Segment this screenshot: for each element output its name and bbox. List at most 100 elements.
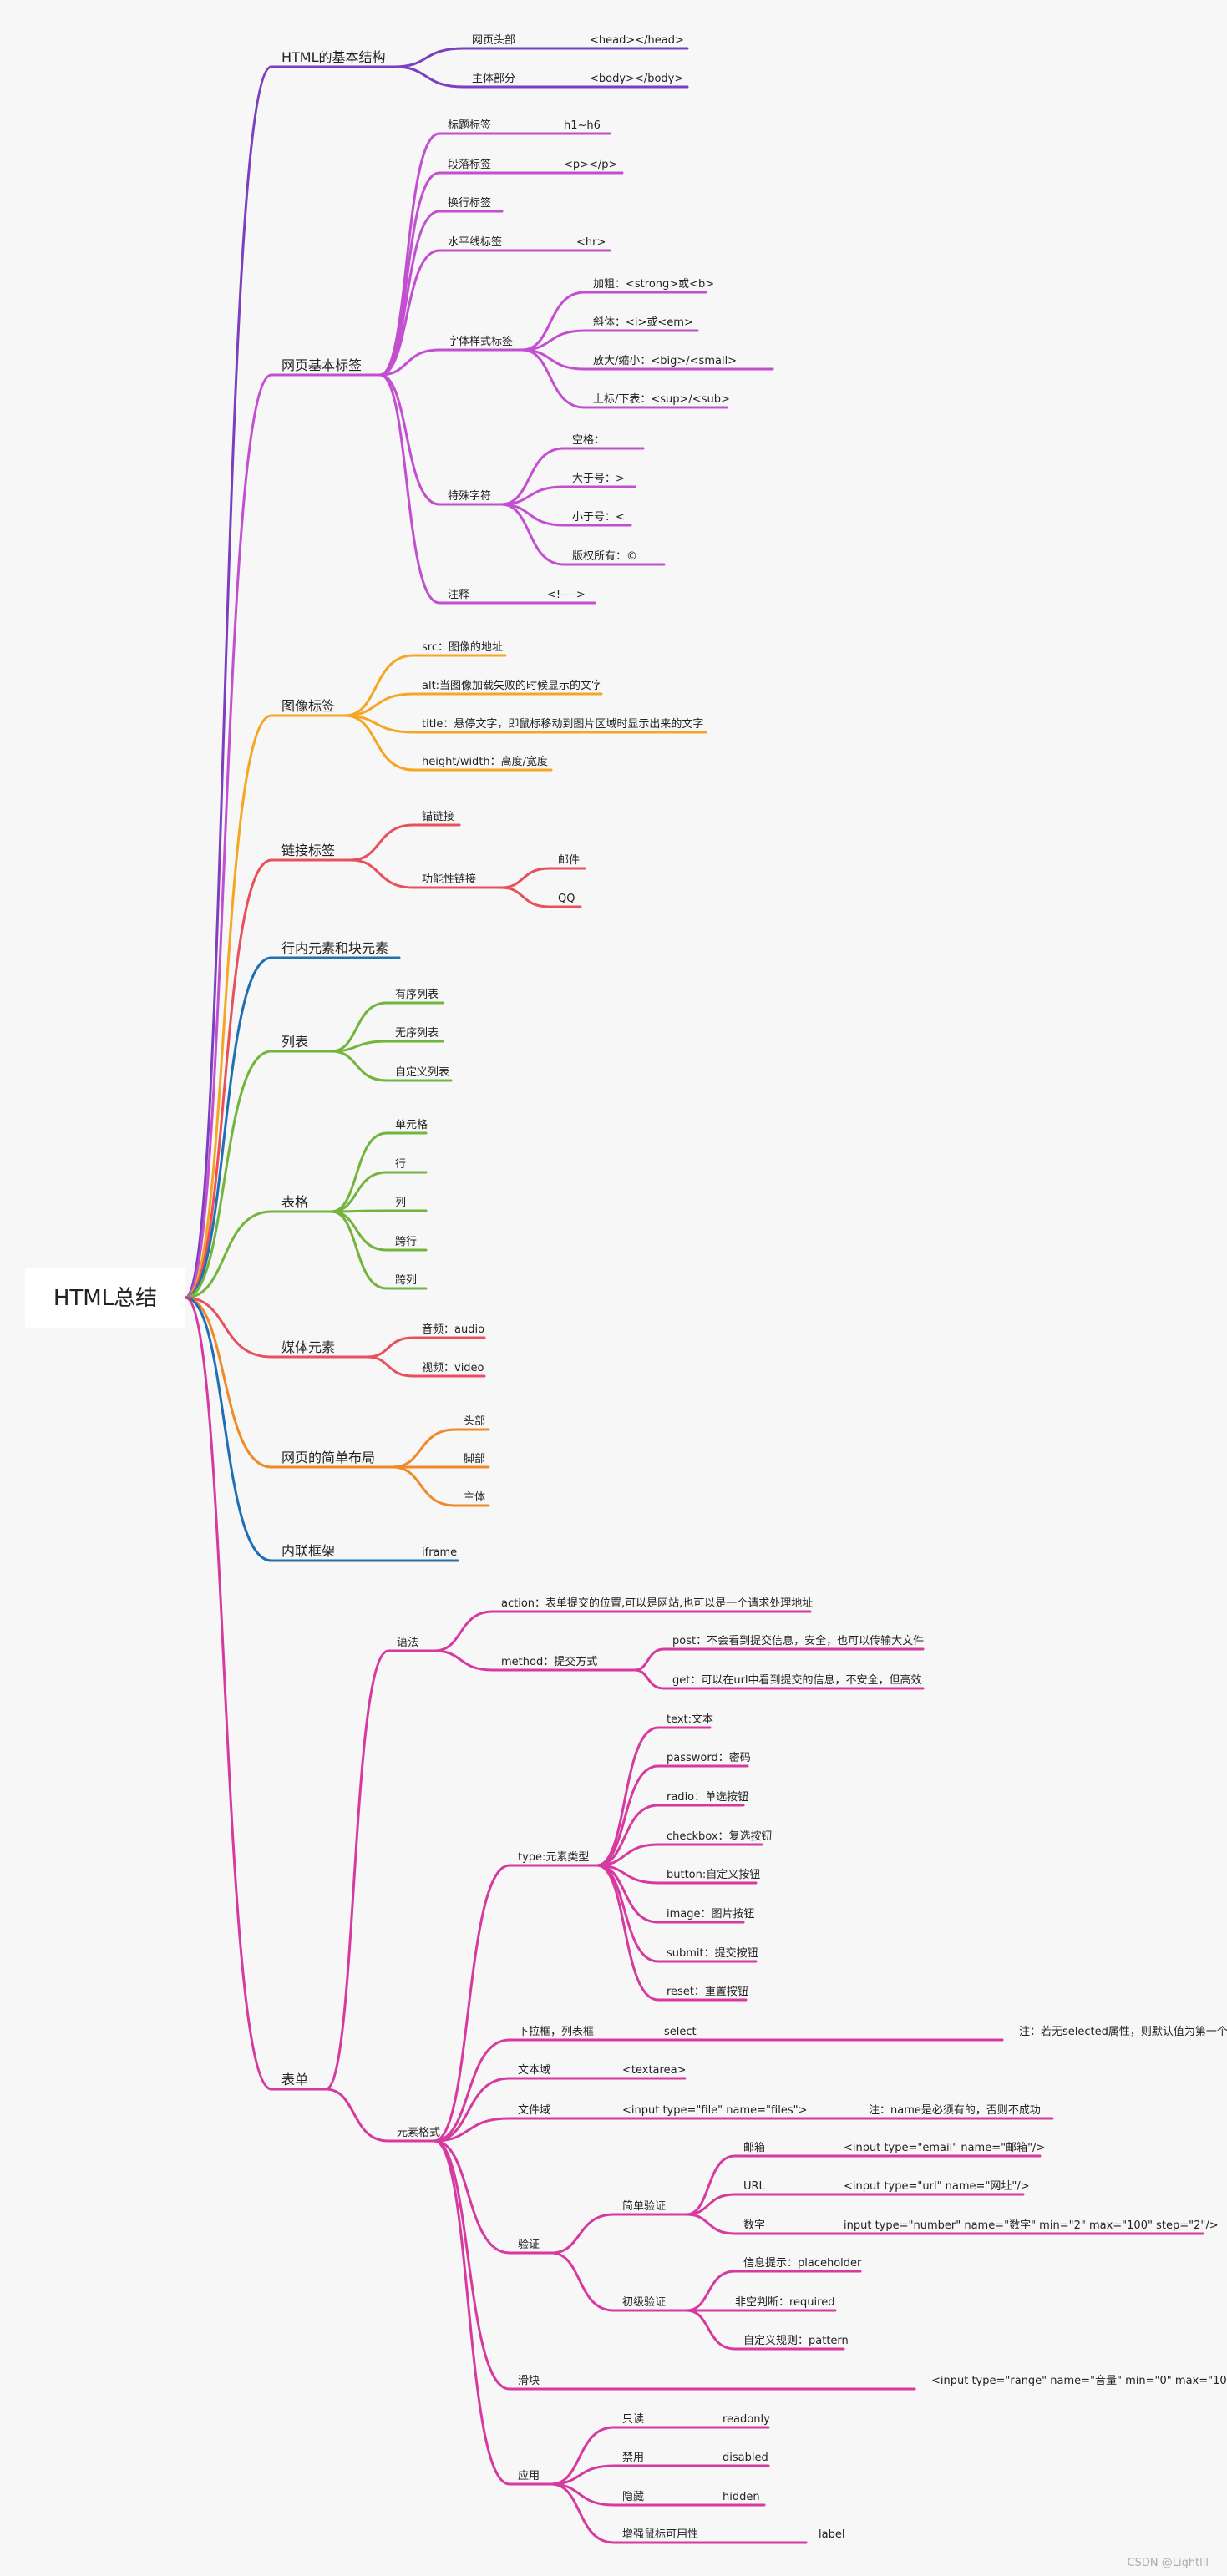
node-edge-3-1 [349, 858, 415, 889]
node-label-1-5-2: 小于号：< [572, 511, 625, 524]
node-label-1-5-1: 大于号：> [572, 473, 625, 485]
node-label-10-1-1-0-0: 注：若无selected属性，则默认值为第一个 [1019, 2025, 1227, 2038]
node-edge-0-1 [393, 65, 465, 89]
node-edge-1-5-3 [499, 503, 565, 566]
node-label-10-1-6-3: 增强鼠标可用性 [622, 2528, 698, 2541]
branch-label-5: 列表 [281, 1034, 308, 1050]
node-edge-7-0 [366, 1336, 415, 1359]
node-label-10-1-0-3: checkbox：复选按钮 [667, 1830, 773, 1843]
node-label-1-0-0: h1~h6 [564, 119, 601, 132]
node-label-10-0-0: action：表单提交的位置,可以是网站,也可以是一个请求处理地址 [501, 1597, 813, 1610]
node-edge-1-5 [378, 373, 441, 506]
node-label-1-2: 换行标签 [448, 196, 491, 210]
node-label-0-0-0: <head></head> [590, 34, 684, 47]
node-edge-10-1-4-1 [550, 2251, 616, 2312]
node-label-10-1-2: 文本域 [518, 2064, 550, 2077]
node-label-2-1: alt:当图像加载失败的时候显示的文字 [422, 679, 602, 692]
node-label-5-2: 自定义列表 [395, 1066, 449, 1079]
node-label-3-1-0: 邮件 [558, 854, 580, 867]
node-label-0-0: 网页头部 [472, 34, 515, 47]
node-label-10-1-3: 文件域 [518, 2104, 550, 2117]
node-label-10-1-0-1: password：密码 [667, 1751, 751, 1764]
branch-edge-4 [184, 956, 273, 1299]
node-label-3-1: 功能性链接 [422, 873, 476, 886]
branch-label-7: 媒体元素 [281, 1339, 335, 1355]
node-label-10-1-1-0: select [664, 2026, 697, 2038]
node-label-10-1-4-0-2-0: input type="number" name="数字" min="2" ma… [844, 2219, 1219, 2232]
node-label-10-1-3-0: <input type="file" name="files"> [622, 2104, 807, 2117]
node-edge-10-1-6-0 [550, 2426, 616, 2486]
branch-edge-9 [184, 1296, 273, 1562]
mind-map-edges [184, 47, 1204, 2544]
node-label-10-1-1: 下拉框，列表框 [518, 2026, 594, 2038]
node-edge-3-1-0 [499, 867, 551, 889]
node-label-6-4: 跨列 [395, 1274, 417, 1287]
node-label-10-1-5-0: <input type="range" name="音量" min="0" ma… [931, 2374, 1227, 2387]
node-label-1-4-1: 斜体：<i>或<em> [593, 316, 693, 329]
node-edge-7-1 [366, 1355, 415, 1378]
node-edge-1-3 [378, 249, 441, 377]
node-label-10-0-1-1: get：可以在url中看到提交的信息，不安全，但高效 [672, 1673, 922, 1687]
branch-edge-6 [184, 1210, 273, 1299]
node-label-3-1-1: QQ [558, 893, 575, 905]
node-edge-10-1-5 [433, 2139, 511, 2391]
mind-map-labels: HTML总结 HTML的基本结构网页头部<head></head>主体部分<bo… [53, 34, 1227, 2541]
node-edge-1-4-0 [520, 291, 586, 352]
branch-edge-2 [184, 714, 273, 1299]
node-label-10-1-2-0: <textarea> [622, 2064, 686, 2077]
node-edge-10-1-3 [433, 2117, 511, 2143]
branch-edge-0 [184, 65, 273, 1299]
node-label-10-1-6-0-0: readonly [723, 2413, 770, 2426]
node-label-10-1-0-2: radio：单选按钮 [667, 1791, 748, 1804]
node-edge-10-1-0-5 [596, 1864, 660, 1924]
node-edge-10-1-4-0-2 [685, 2213, 737, 2235]
node-label-0-1-0: <body></body> [590, 73, 683, 85]
branch-label-8: 网页的简单布局 [281, 1450, 375, 1465]
node-label-1-1: 段落标签 [448, 158, 491, 171]
node-edge-2-0 [343, 654, 415, 717]
node-label-10-1-6-2: 隐藏 [622, 2491, 644, 2503]
branch-edge-8 [184, 1296, 273, 1469]
node-label-10-1-4: 验证 [518, 2238, 540, 2251]
node-label-9-0: iframe [422, 1546, 457, 1559]
node-label-2-2: title：悬停文字，即鼠标移动到图片区域时显示出来的文字 [422, 717, 703, 731]
node-label-1-4-0: 加粗：<strong>或<b> [593, 278, 714, 291]
node-label-1-5: 特殊字符 [448, 489, 491, 503]
node-edge-5-0 [330, 1001, 388, 1053]
node-edge-1-6 [378, 373, 441, 605]
node-edge-5-1 [330, 1040, 388, 1053]
root-node-label: HTML总结 [53, 1286, 157, 1311]
node-edge-6-0 [330, 1131, 388, 1213]
node-label-8-1: 脚部 [464, 1452, 485, 1465]
node-edge-10-1-4-0-0 [685, 2154, 737, 2216]
node-label-10-1-6-0: 只读 [622, 2413, 644, 2426]
node-label-10-1-4-0-0-0: <input type="email" name="邮箱"/> [844, 2141, 1045, 2154]
branch-label-3: 链接标签 [281, 843, 335, 858]
branch-label-1: 网页基本标签 [281, 357, 362, 373]
node-edge-5-2 [330, 1050, 388, 1082]
node-label-7-0: 音频：audio [422, 1323, 484, 1336]
watermark: CSDN @Lightlll [1127, 2557, 1209, 2569]
node-label-1-5-0: 空格： [572, 433, 605, 447]
node-edge-1-5-0 [499, 447, 565, 506]
node-label-10-1-6: 应用 [518, 2469, 540, 2482]
node-label-1-5-3: 版权所有：© [572, 549, 637, 563]
node-label-6-3: 跨行 [395, 1236, 417, 1248]
branch-edge-3 [184, 858, 273, 1299]
branch-edge-7 [184, 1296, 273, 1359]
node-edge-6-1 [330, 1171, 388, 1213]
node-label-1-3-0: <hr> [576, 236, 606, 249]
branch-label-2: 图像标签 [281, 698, 335, 714]
node-edge-2-3 [343, 714, 415, 772]
node-edge-1-4 [378, 348, 441, 377]
node-edge-10-1-4-0 [550, 2213, 616, 2255]
node-label-10-1-6-2-0: hidden [723, 2491, 760, 2503]
node-edge-0-0 [393, 47, 465, 68]
node-label-10-1-0-4: button:自定义按钮 [667, 1869, 760, 1881]
node-label-10-1-0: type:元素类型 [518, 1851, 589, 1864]
branch-edge-5 [184, 1050, 273, 1299]
node-label-10-1-0-6: submit：提交按钮 [667, 1946, 758, 1960]
branch-edge-1 [184, 373, 273, 1299]
node-label-7-1: 视频：video [422, 1362, 484, 1374]
node-edge-10-1-1 [433, 2038, 511, 2143]
